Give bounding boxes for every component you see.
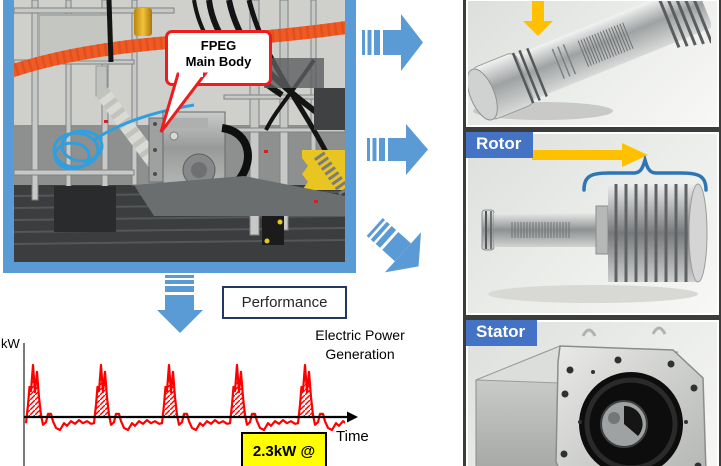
fpeg-main-body [148,111,252,195]
rotor-section-brace [582,156,708,192]
rotor-panel: Rotor [463,129,721,318]
callout-line2: Main Body [185,54,252,69]
piston-photo-illustration [468,1,714,121]
x-axis-arrowhead [347,411,358,423]
rotor-photo-illustration [481,183,708,303]
stator-badge: Stator [466,320,538,346]
stator-panel: Stator [463,317,721,466]
y-axis-label: kW [1,336,20,351]
rotor-badge: Rotor [466,132,534,158]
chart-annotation: Electric Power Generation [315,327,405,362]
stator-photo-illustration [475,326,707,466]
arrow-to-stator-icon [366,218,422,273]
power-waveform [24,363,345,432]
callout-line1: FPEG [200,38,237,53]
arrow-to-mover-icon [362,14,423,71]
performance-label: Performance [222,286,347,319]
x-axis-label: Time [336,428,369,445]
power-value-callout: 2.3kW @ [241,432,327,466]
mover-motion-arrow-icon [523,1,553,36]
power-output-chart [23,343,358,466]
arrow-to-rotor-icon [367,124,428,175]
mover-panel [463,0,721,130]
callout-pointer [159,72,209,133]
arrow-to-performance-icon [157,275,203,333]
rotor-motion-arrow-icon [532,143,648,167]
